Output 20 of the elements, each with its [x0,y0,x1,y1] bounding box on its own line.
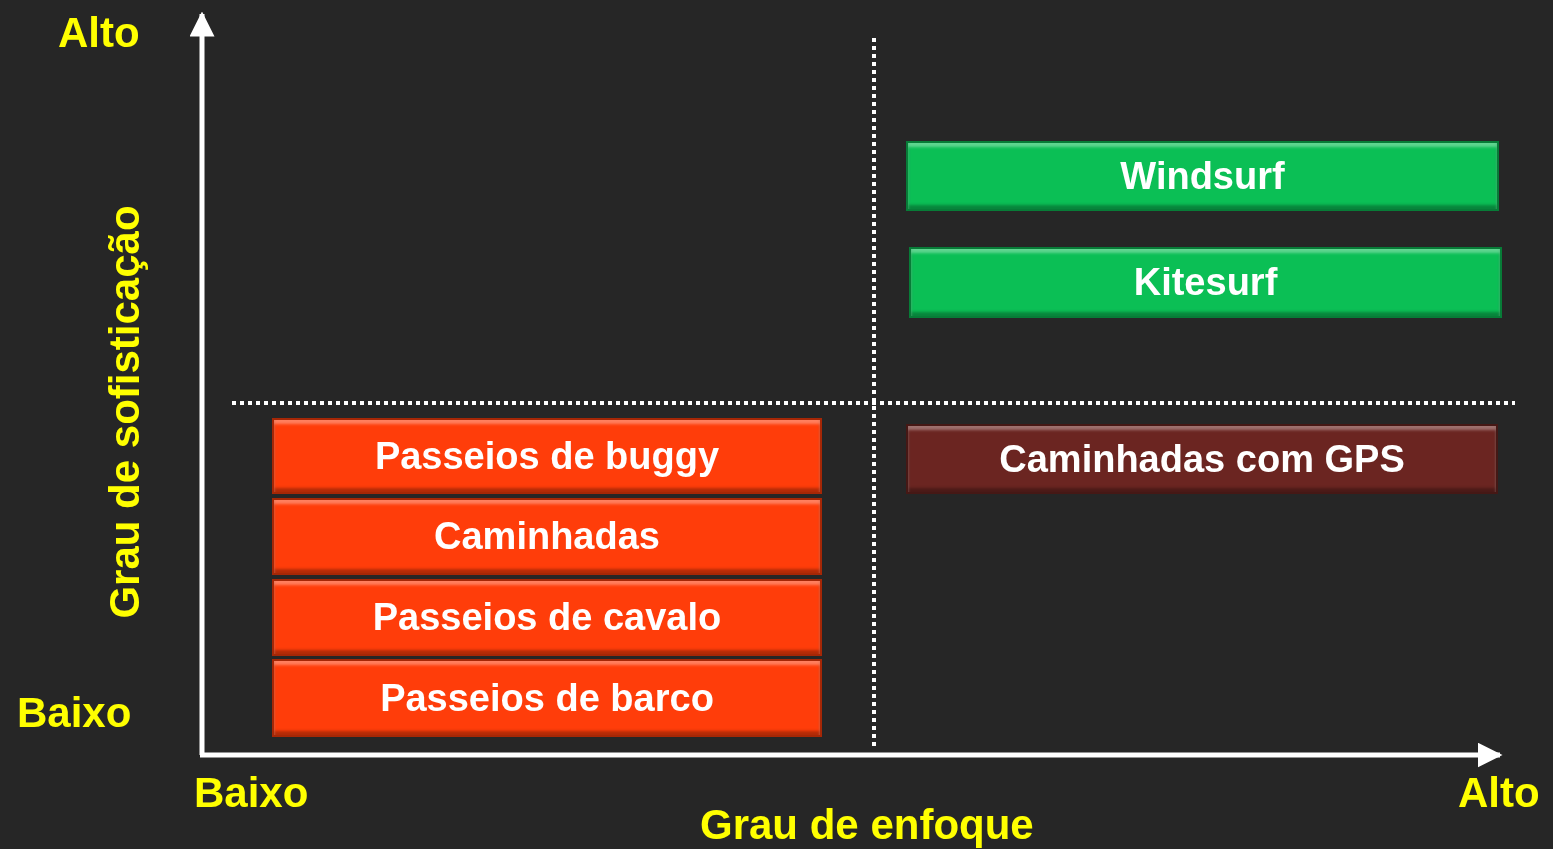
category-box [272,418,822,494]
axis-end-label: Alto [1458,772,1540,814]
category-box [906,424,1498,494]
axis-end-label: Baixo [194,772,309,814]
category-box [906,141,1499,211]
category-box [909,247,1502,318]
category-label: Caminhadas [434,515,660,558]
category-label: Windsurf [1120,154,1285,198]
category-box [272,579,822,656]
category-label: Passeios de barco [380,676,714,720]
category-box [272,498,822,575]
category-label: Caminhadas com GPS [999,437,1405,481]
category-label: Passeios de cavalo [372,596,722,639]
axis-title: Grau de sofisticação [104,205,146,619]
axis-title: Grau de enfoque [700,804,1034,846]
category-box [272,659,822,737]
axis-end-label: Alto [58,12,140,54]
axis-end-label: Baixo [17,692,132,734]
category-label: Passeios de buggy [374,434,720,478]
category-label: Kitesurf [1133,261,1278,304]
